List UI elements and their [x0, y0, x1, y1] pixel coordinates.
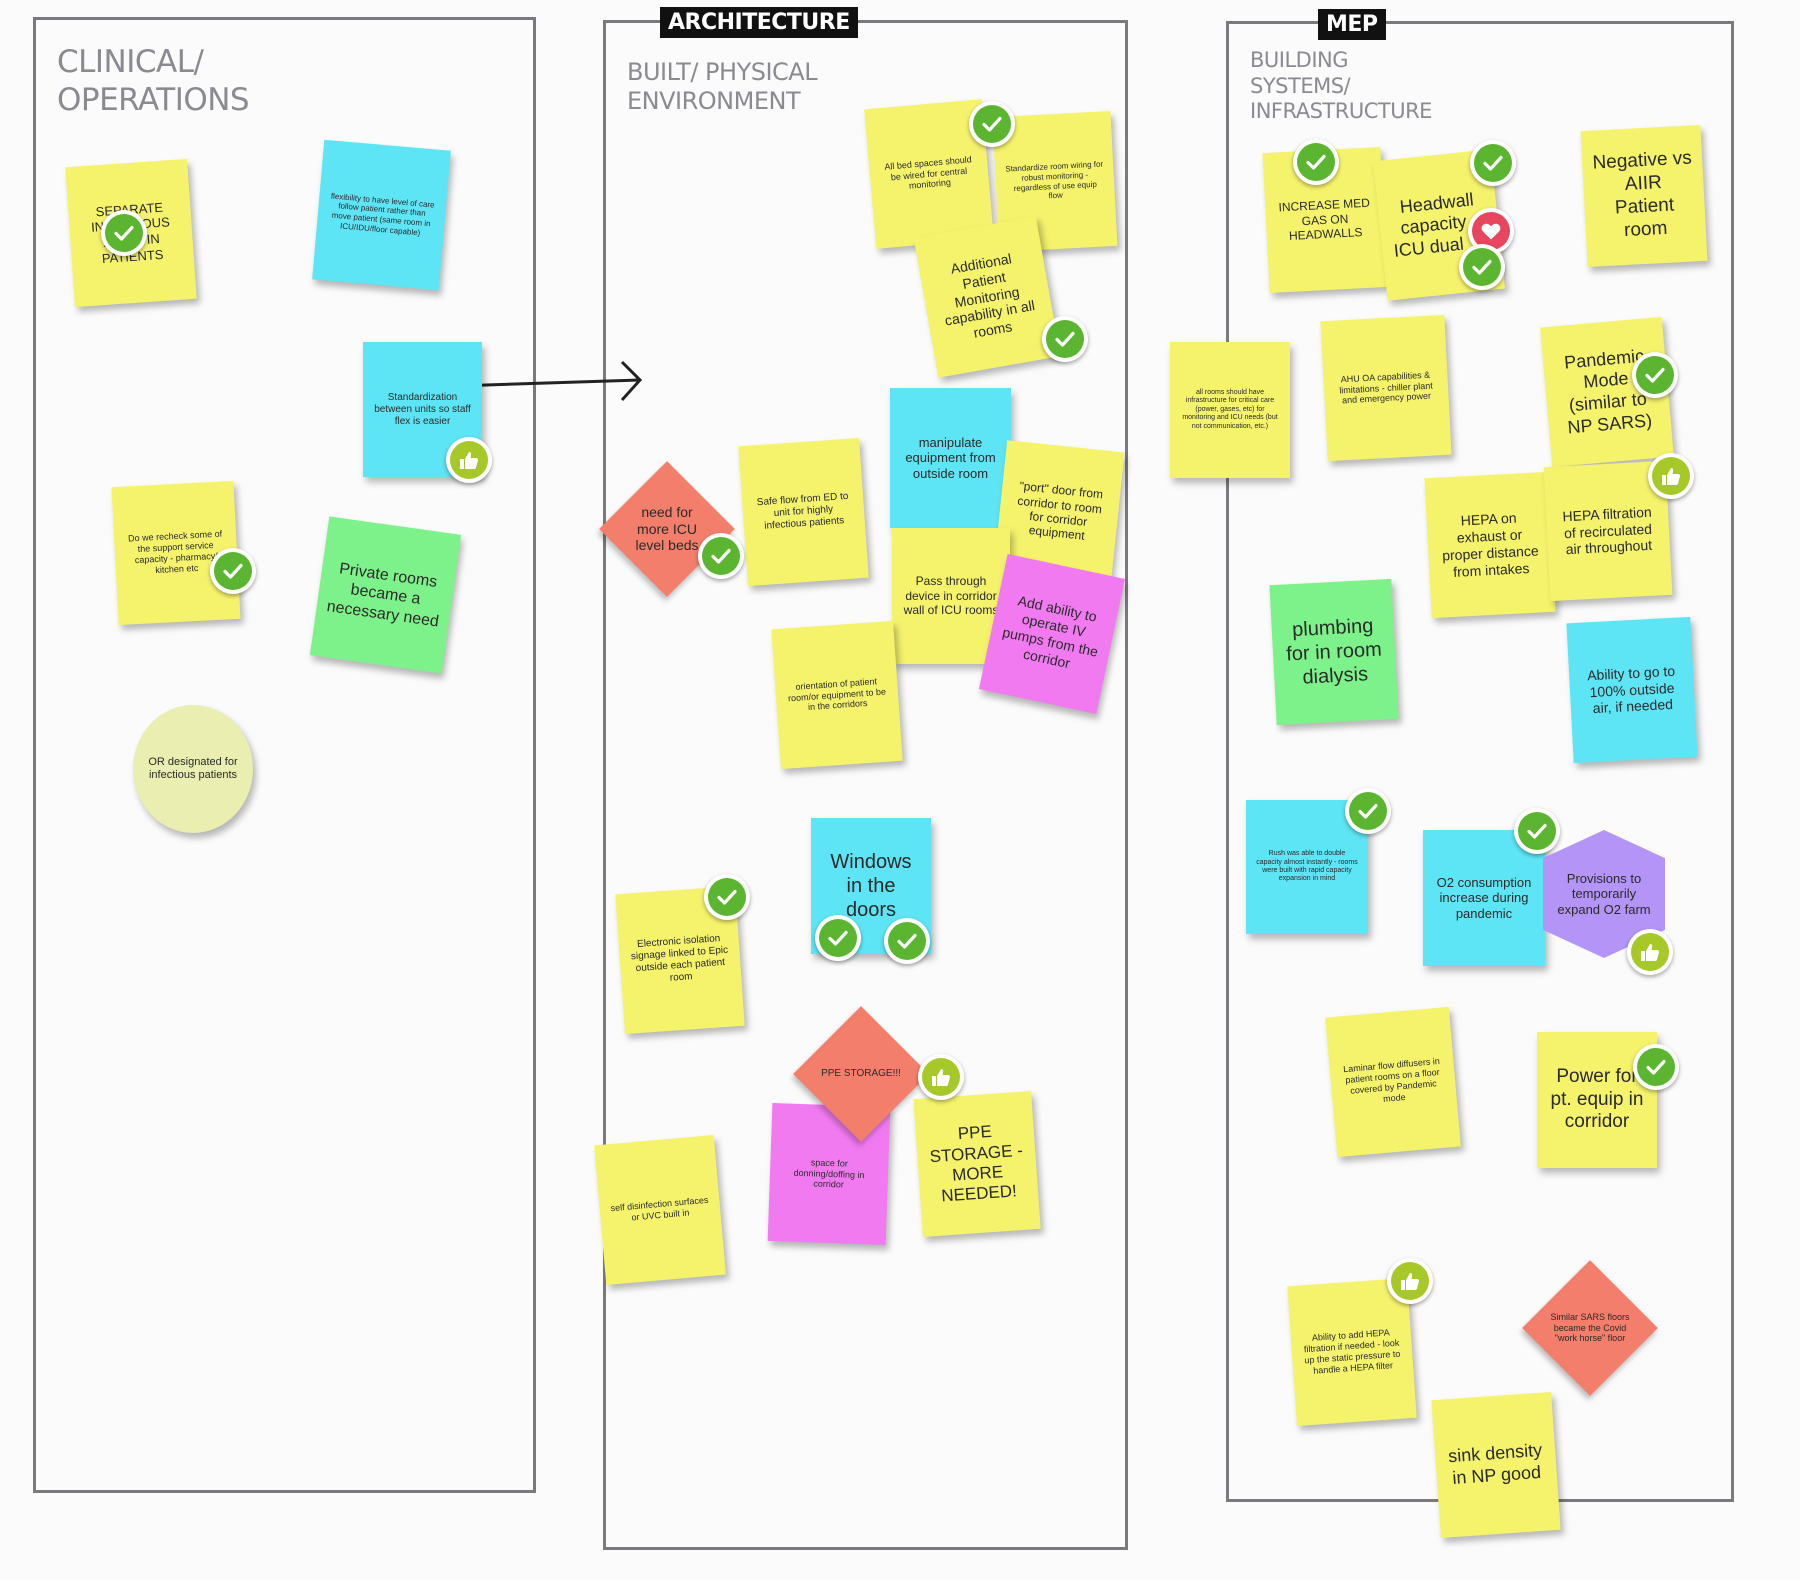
frame-title-architecture: BUILT/ PHYSICAL ENVIRONMENT	[627, 58, 818, 116]
checkmark-reaction-icon[interactable]	[1293, 139, 1339, 185]
checkmark-reaction-icon[interactable]	[1042, 316, 1088, 362]
diamond-label: PPE STORAGE!!!	[821, 1068, 901, 1079]
diamond-label: need for more ICU level beds	[635, 503, 699, 554]
frame-tag-mep: MEP	[1318, 9, 1386, 40]
sticky-note[interactable]: plumbing for in room dialysis	[1269, 578, 1399, 726]
sticky-note[interactable]: Ability to go to 100% outside air, if ne…	[1566, 616, 1698, 764]
checkmark-reaction-icon[interactable]	[698, 533, 744, 579]
sticky-note[interactable]: sink density in NP good	[1431, 1391, 1561, 1539]
frame-architecture[interactable]	[603, 20, 1128, 1550]
frame-title-clinical: CLINICAL/ OPERATIONS	[57, 44, 250, 118]
sticky-note[interactable]: Safe flow from ED to unit for highly inf…	[738, 437, 869, 587]
frame-title-mep: BUILDING SYSTEMS/ INFRASTRUCTURE	[1250, 48, 1432, 124]
sticky-note[interactable]: self disinfection surfaces or UVC built …	[594, 1135, 726, 1285]
checkmark-reaction-icon[interactable]	[101, 210, 147, 256]
checkmark-reaction-icon[interactable]	[704, 874, 750, 920]
thumbs-up-reaction-icon[interactable]	[1648, 453, 1694, 499]
sticky-note[interactable]: Negative vs AIIR Patient room	[1580, 124, 1708, 268]
thumbs-up-reaction-icon[interactable]	[1627, 929, 1673, 975]
sticky-circle[interactable]: OR designated for infectious patients	[133, 705, 253, 833]
sticky-note[interactable]: AHU OA capabilities & limitations - chil…	[1320, 314, 1452, 462]
sticky-note[interactable]: HEPA on exhaust or proper distance from …	[1424, 471, 1556, 619]
sticky-note[interactable]: Additional Patient Monitoring capability…	[913, 216, 1061, 378]
sticky-note[interactable]: manipulate equipment from outside room	[890, 388, 1011, 528]
checkmark-reaction-icon[interactable]	[884, 918, 930, 964]
checkmark-reaction-icon[interactable]	[1632, 352, 1678, 398]
sticky-note[interactable]: flexibility to have level of care follow…	[312, 139, 451, 291]
checkmark-reaction-icon[interactable]	[1345, 788, 1391, 834]
sticky-note[interactable]: Laminar flow diffusers in patient rooms …	[1325, 1006, 1461, 1158]
sticky-note[interactable]: O2 consumption increase during pandemic	[1423, 830, 1545, 966]
checkmark-reaction-icon[interactable]	[1514, 808, 1560, 854]
thumbs-up-reaction-icon[interactable]	[1387, 1258, 1433, 1304]
frame-tag-architecture: ARCHITECTURE	[660, 7, 858, 38]
diamond-label: Similar SARS floors became the Covid "wo…	[1550, 1311, 1630, 1344]
sticky-note[interactable]: orientation of patient room/or equipment…	[771, 620, 903, 770]
sticky-note[interactable]: Private rooms became a necessary need	[309, 516, 462, 674]
checkmark-reaction-icon[interactable]	[1459, 244, 1505, 290]
checkmark-reaction-icon[interactable]	[1470, 140, 1516, 186]
checkmark-reaction-icon[interactable]	[815, 915, 861, 961]
sticky-note[interactable]: all rooms should have infrastructure for…	[1170, 342, 1290, 478]
sticky-note[interactable]: Pass through device in corridor wall of …	[892, 528, 1010, 664]
thumbs-up-reaction-icon[interactable]	[446, 437, 492, 483]
sticky-note[interactable]: PPE STORAGE - MORE NEEDED!	[913, 1091, 1041, 1237]
thumbs-up-reaction-icon[interactable]	[918, 1054, 964, 1100]
checkmark-reaction-icon[interactable]	[210, 548, 256, 594]
checkmark-reaction-icon[interactable]	[1633, 1044, 1679, 1090]
sticky-hexagon[interactable]: Provisions to temporarily expand O2 farm	[1543, 830, 1665, 958]
frame-clinical-operations[interactable]	[33, 17, 536, 1493]
checkmark-reaction-icon[interactable]	[969, 101, 1015, 147]
